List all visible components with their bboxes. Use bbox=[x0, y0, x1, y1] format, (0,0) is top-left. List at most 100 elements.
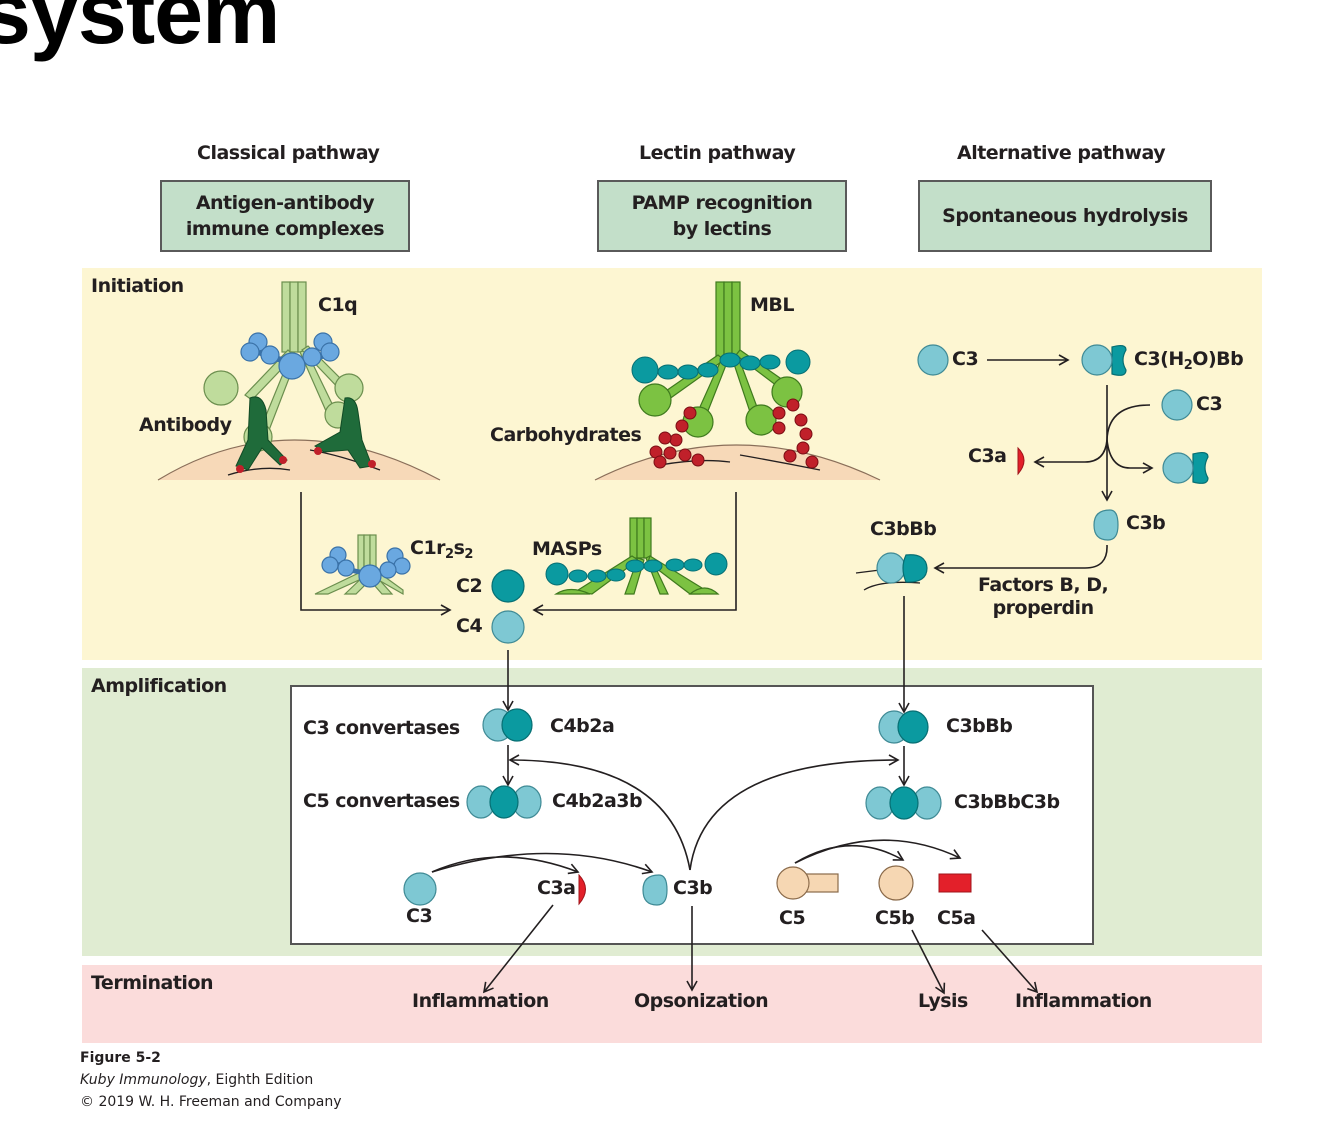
amp-c3a-fragment bbox=[578, 873, 586, 906]
amp-c3-label: C3 bbox=[406, 905, 433, 927]
masps-icon bbox=[545, 517, 728, 595]
c5b-to-lysis-arrow bbox=[911, 929, 946, 995]
alternative-trigger-box: Spontaneous hydrolysis bbox=[918, 180, 1212, 252]
c5b-label: C5b bbox=[875, 907, 915, 929]
alternative-trigger-line1: Spontaneous hydrolysis bbox=[942, 205, 1188, 227]
figure-caption: Figure 5-2 Kuby Immunology, Eighth Editi… bbox=[80, 1047, 342, 1113]
carbohydrates-label: Carbohydrates bbox=[490, 424, 642, 446]
classical-trigger-line2: immune complexes bbox=[185, 218, 385, 240]
classical-to-c4-arrow bbox=[300, 492, 452, 616]
c4b2a3b-complex bbox=[466, 785, 542, 819]
c4b2a-complex bbox=[482, 708, 533, 742]
c5a-to-inflammation-arrow bbox=[981, 929, 1039, 994]
c3h2obb-complex bbox=[1081, 344, 1127, 376]
slide-title-fragment: system bbox=[0, 0, 280, 62]
c5a-label: C5a bbox=[937, 907, 976, 929]
c5a-fragment bbox=[938, 873, 972, 893]
book-credit: Kuby Immunology, Eighth Edition bbox=[80, 1069, 342, 1091]
lectin-cell-membrane bbox=[594, 444, 881, 481]
outcome-inflammation-c5a: Inflammation bbox=[1015, 990, 1152, 1012]
c3-to-c3b-arrow bbox=[431, 852, 654, 875]
outcome-opsonization: Opsonization bbox=[634, 990, 769, 1012]
termination-stage-label: Termination bbox=[91, 972, 214, 994]
c4b2a3b-label: C4b2a3b bbox=[552, 790, 643, 812]
c1q-label: C1q bbox=[318, 294, 358, 316]
c2-protein bbox=[491, 569, 525, 603]
surface-c3bbb-label: C3bBb bbox=[870, 518, 937, 540]
termination-band bbox=[82, 965, 1262, 1043]
antibody-shapes bbox=[235, 396, 376, 473]
surface-c3bbb bbox=[855, 552, 928, 591]
classical-trigger-box: Antigen-antibody immune complexes bbox=[160, 180, 410, 252]
c3-to-c3a-arrow bbox=[431, 856, 580, 875]
classical-pathway-heading: Classical pathway bbox=[197, 142, 380, 164]
c3a-to-inflammation-arrow bbox=[482, 904, 554, 994]
carbohydrate-chains bbox=[649, 398, 819, 469]
c3b-feedback-alternative-arrow bbox=[689, 754, 900, 871]
c3bbbc3b-complex bbox=[865, 786, 942, 820]
c1r2s2-sub2: 2 bbox=[464, 547, 473, 562]
masps-label: MASPs bbox=[532, 538, 602, 560]
c5-to-c5b-arrow bbox=[794, 844, 905, 864]
c1r2s2-icon bbox=[314, 534, 411, 596]
factors-line2: properdin bbox=[992, 597, 1095, 619]
c3bbb-amp-complex bbox=[878, 710, 929, 744]
c5-label: C5 bbox=[779, 907, 806, 929]
c5-protein bbox=[776, 866, 839, 900]
c3-join-curve bbox=[1106, 404, 1151, 441]
amplification-stage-label: Amplification bbox=[91, 675, 227, 697]
factors-line1: Factors B, D, bbox=[978, 574, 1109, 596]
c3a-release-arrow bbox=[1033, 439, 1108, 468]
c1r2s2-mid: s bbox=[453, 537, 465, 559]
copyright: © 2019 W. H. Freeman and Company bbox=[80, 1094, 342, 1110]
alt-c3b-protein bbox=[1093, 509, 1119, 541]
lectin-trigger-line1: PAMP recognition bbox=[631, 192, 813, 214]
book-title: Kuby Immunology bbox=[80, 1072, 207, 1088]
regenerated-convertase-arrow bbox=[1106, 439, 1154, 474]
c1r2s2-ring bbox=[240, 332, 340, 380]
c2-label: C2 bbox=[456, 575, 483, 597]
factors-label: Factors B, D, properdin bbox=[978, 574, 1109, 620]
amp-c3-protein bbox=[403, 872, 437, 906]
alt-c3a-fragment bbox=[1017, 446, 1025, 476]
antibody-label: Antibody bbox=[139, 414, 232, 436]
outcome-lysis: Lysis bbox=[918, 990, 968, 1012]
c3b-feedback-classical-arrow bbox=[508, 754, 691, 871]
alt-c3a-label: C3a bbox=[968, 445, 1007, 467]
classical-trigger-line1: Antigen-antibody bbox=[195, 192, 375, 214]
lectin-pathway-heading: Lectin pathway bbox=[639, 142, 796, 164]
c3b-to-c3bbb-arrow bbox=[933, 544, 1108, 574]
lectin-trigger-line2: by lectins bbox=[672, 218, 772, 240]
c3h2obb-label: C3(H2O)Bb bbox=[1134, 348, 1244, 373]
c5-to-c5a-arrow bbox=[794, 839, 962, 864]
initiation-stage-label: Initiation bbox=[91, 275, 184, 297]
branch-c3-protein bbox=[1161, 389, 1193, 421]
c3bbbc3b-label: C3bBbC3b bbox=[954, 791, 1060, 813]
amp-c3b-protein bbox=[642, 874, 668, 906]
book-edition: , Eighth Edition bbox=[206, 1072, 314, 1088]
c1r2s2-base: C1r bbox=[410, 537, 446, 559]
alternative-pathway-heading: Alternative pathway bbox=[957, 142, 1166, 164]
amp-c3a-label: C3a bbox=[537, 877, 576, 899]
branch-c3-label: C3 bbox=[1196, 393, 1223, 415]
masps-chain bbox=[631, 349, 811, 384]
alt-c3-label: C3 bbox=[952, 348, 979, 370]
amp-c3bbb-label: C3bBb bbox=[946, 715, 1013, 737]
amp-c3b-label: C3b bbox=[673, 877, 713, 899]
c1r2s2-sub1: 2 bbox=[445, 547, 454, 562]
c5-convertases-label: C5 convertases bbox=[303, 790, 460, 812]
lectin-to-c4-arrow bbox=[532, 492, 737, 616]
alt-c3-protein bbox=[917, 344, 949, 376]
c3h2obb-pre: C3(H bbox=[1134, 348, 1184, 370]
c1r2s2-label: C1r2s2 bbox=[410, 537, 473, 562]
c3-convertases-label: C3 convertases bbox=[303, 717, 460, 739]
c4-protein bbox=[491, 610, 525, 644]
c4b2a-label: C4b2a bbox=[550, 715, 615, 737]
c4-label: C4 bbox=[456, 615, 483, 637]
alt-c3b-label: C3b bbox=[1126, 512, 1166, 534]
c5b-protein bbox=[878, 865, 914, 901]
c3h2obb-post: O)Bb bbox=[1192, 348, 1244, 370]
c3h2obb-sub: 2 bbox=[1183, 358, 1193, 373]
outcome-inflammation-c3a: Inflammation bbox=[412, 990, 549, 1012]
